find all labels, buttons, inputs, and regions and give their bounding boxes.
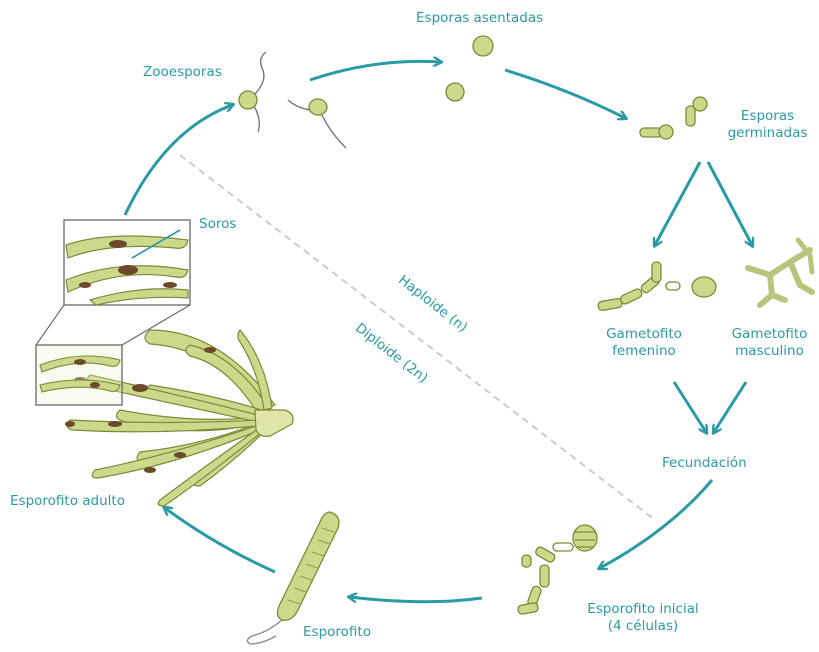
arrow-male-to-fertilization — [714, 382, 746, 432]
phase-divider-line — [180, 155, 655, 520]
settled-spores-illustration — [446, 36, 493, 101]
arrow-zoospores-to-settled — [310, 61, 440, 80]
label-initial-sporophyte-line1: Esporofito inicial — [568, 601, 718, 618]
germinated-spores-illustration — [640, 97, 707, 139]
label-male-line1: Gametofito — [720, 326, 819, 343]
label-sporophyte: Esporofito — [303, 624, 371, 641]
label-germinated-line1: Esporas — [716, 108, 819, 125]
arrow-female-to-fertilization — [674, 382, 706, 432]
male-gametophyte-illustration — [748, 240, 812, 305]
arrow-initial-to-sporophyte — [350, 597, 482, 602]
label-female-gametophyte: Gametofito femenino — [597, 326, 691, 360]
label-fertilization: Fecundación — [662, 455, 747, 472]
arrow-fertilization-to-initial-sporophyte — [600, 480, 712, 568]
zoospores-illustration — [239, 52, 346, 148]
label-germinated-spores: Esporas germinadas — [716, 108, 819, 142]
detail-box-lower — [36, 345, 122, 405]
label-sori: Soros — [199, 216, 236, 233]
label-initial-sporophyte-line2: (4 células) — [568, 618, 718, 635]
label-initial-sporophyte: Esporofito inicial (4 células) — [568, 601, 718, 635]
label-germinated-line2: germinadas — [716, 125, 819, 142]
label-male-gametophyte: Gametofito masculino — [720, 326, 819, 360]
label-adult-sporophyte: Esporofito adulto — [10, 493, 125, 510]
label-settled-spores: Esporas asentadas — [416, 10, 543, 27]
label-zoospores: Zooesporas — [143, 64, 222, 81]
label-female-line2: femenino — [597, 343, 691, 360]
arrow-germinated-to-male — [708, 162, 752, 245]
label-male-line2: masculino — [720, 343, 819, 360]
arrow-settled-to-germinated — [505, 70, 625, 118]
female-gametophyte-illustration — [597, 262, 716, 311]
arrow-adult-to-zoospores — [125, 105, 232, 215]
zoom-line-left — [36, 305, 64, 345]
label-female-line1: Gametofito — [597, 326, 691, 343]
arrow-sporophyte-to-adult — [165, 508, 275, 572]
arrow-germinated-to-female — [655, 162, 700, 245]
